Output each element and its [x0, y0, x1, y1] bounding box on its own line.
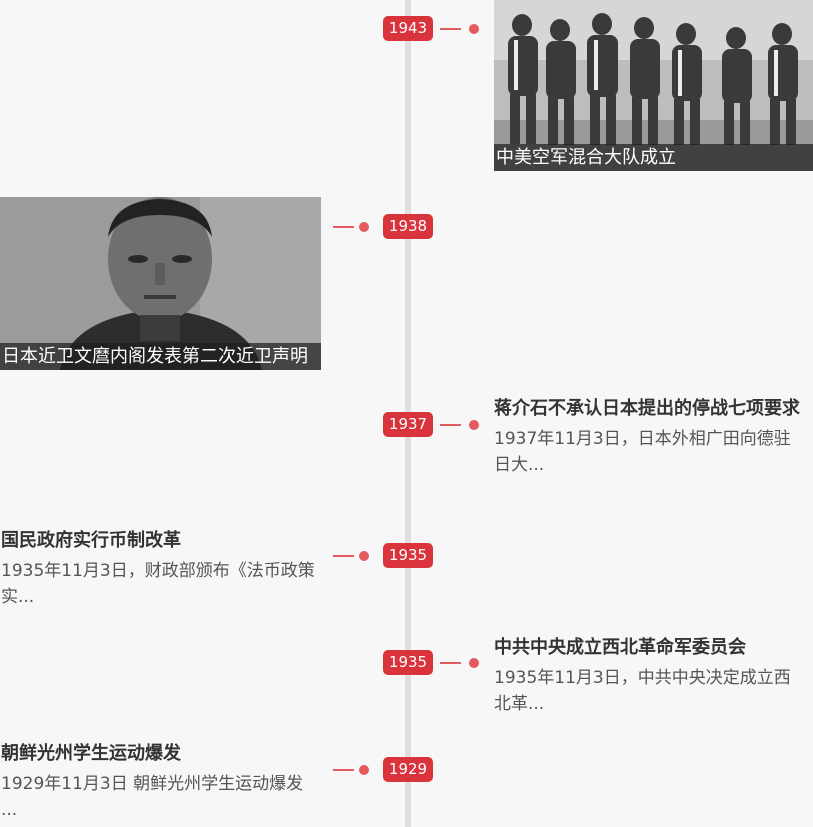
connector-dot [469, 24, 479, 34]
event-title: 国民政府实行币制改革 [1, 530, 181, 551]
connector-dot [469, 658, 479, 668]
connector [333, 222, 373, 232]
event-card-1929[interactable]: 朝鲜光州学生运动爆发 1929年11月3日 朝鲜光州学生运动爆发 ... [1, 741, 319, 823]
connector [333, 765, 373, 775]
connector-dash [440, 662, 461, 664]
connector-dot [469, 420, 479, 430]
connector [440, 658, 480, 668]
connector [440, 420, 480, 430]
event-card-1935-currency[interactable]: 国民政府实行币制改革 1935年11月3日，财政部颁布《法币政策实... [1, 528, 319, 610]
year-badge-1938[interactable]: 1938 [383, 214, 433, 239]
event-title: 蒋介石不承认日本提出的停战七项要求 [494, 398, 800, 419]
connector-dash [440, 28, 461, 30]
event-summary: 1935年11月3日，中共中央决定成立西北革... [494, 668, 791, 714]
photo-caption: 中美空军混合大队成立 [494, 144, 813, 171]
photo-caption: 日本近卫文麿内阁发表第二次近卫声明 [0, 343, 321, 370]
connector-dash [333, 555, 354, 557]
year-badge-1935-b[interactable]: 1935 [383, 650, 433, 675]
event-summary: 1929年11月3日 朝鲜光州学生运动爆发 ... [1, 774, 304, 820]
event-photo-1943[interactable]: 中美空军混合大队成立 [494, 0, 813, 171]
connector-dash [333, 226, 354, 228]
connector-dot [359, 551, 369, 561]
event-photo-1938[interactable]: 日本近卫文麿内阁发表第二次近卫声明 [0, 197, 321, 370]
year-badge-1929[interactable]: 1929 [383, 757, 433, 782]
connector-dash [333, 769, 354, 771]
event-title: 中共中央成立西北革命军委员会 [494, 637, 746, 658]
connector-dot [359, 765, 369, 775]
year-badge-1935[interactable]: 1935 [383, 543, 433, 568]
connector-dot [359, 222, 369, 232]
soldiers-group-photo [494, 0, 813, 171]
event-summary: 1937年11月3日，日本外相广田向德驻日大... [494, 429, 791, 475]
connector [333, 551, 373, 561]
event-title: 朝鲜光州学生运动爆发 [1, 743, 181, 764]
event-card-1935-northwest[interactable]: 中共中央成立西北革命军委员会 1935年11月3日，中共中央决定成立西北革... [494, 635, 806, 717]
connector-dash [440, 424, 461, 426]
event-card-1937[interactable]: 蒋介石不承认日本提出的停战七项要求 1937年11月3日，日本外相广田向德驻日大… [494, 396, 806, 478]
event-summary: 1935年11月3日，财政部颁布《法币政策实... [1, 561, 315, 607]
connector [440, 24, 480, 34]
year-badge-1943[interactable]: 1943 [383, 16, 433, 41]
year-badge-1937[interactable]: 1937 [383, 412, 433, 437]
